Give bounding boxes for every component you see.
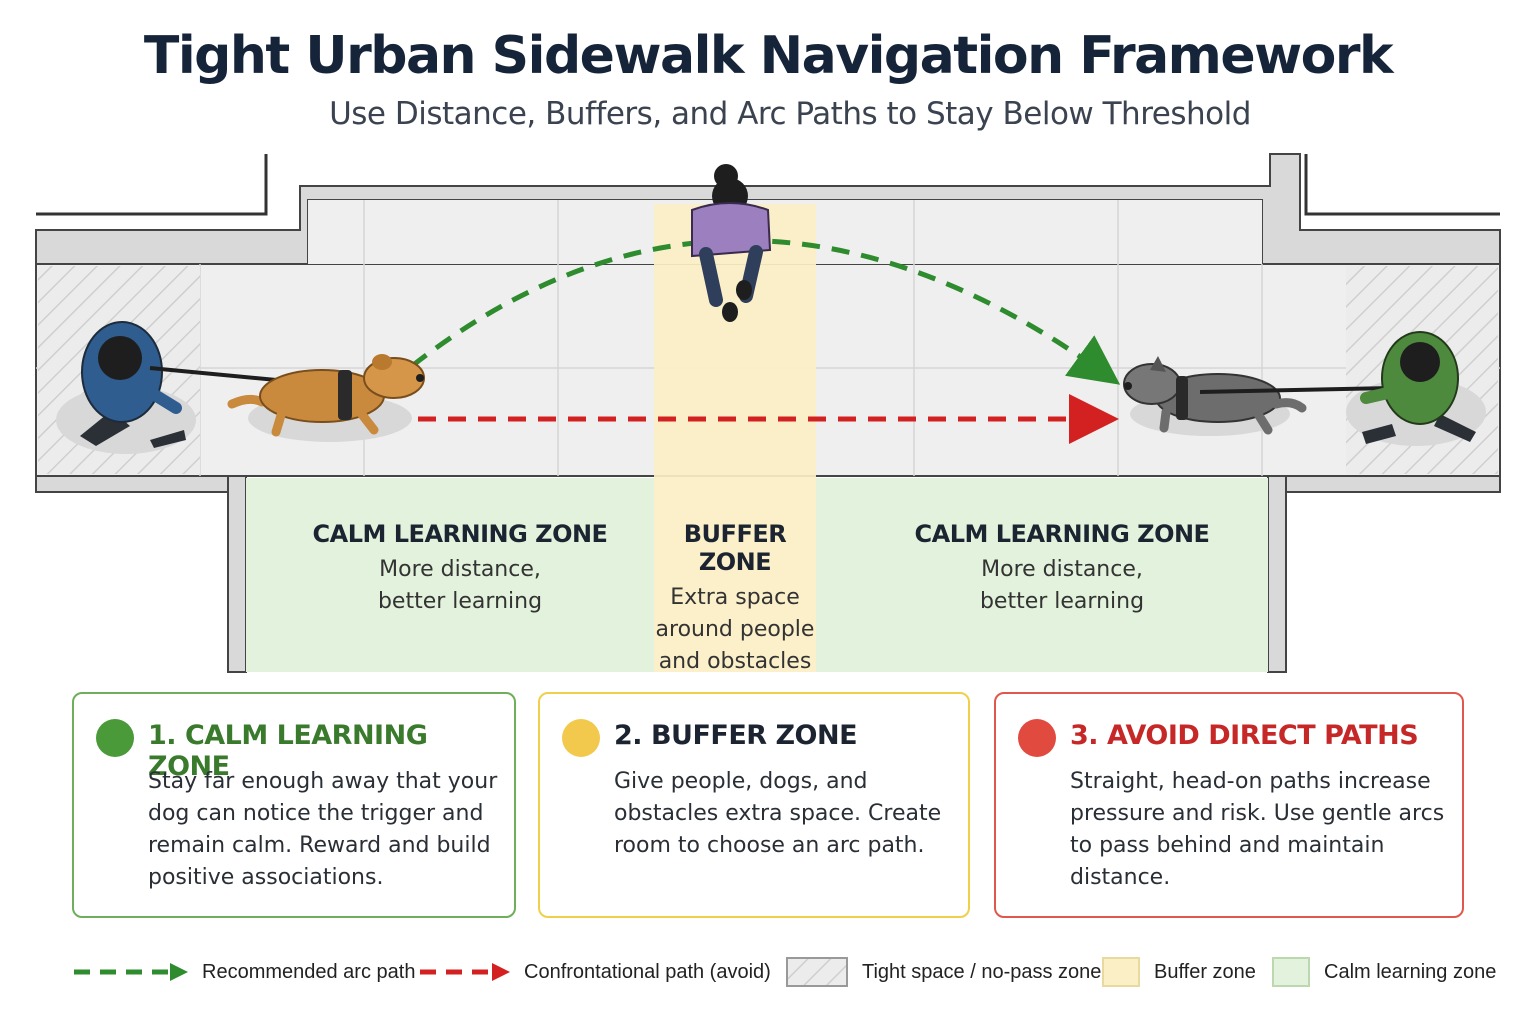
pedestrian-purple-icon bbox=[691, 164, 772, 322]
legend-tight: Tight space / no-pass zone bbox=[786, 952, 1101, 992]
red-dashed-arrow-icon bbox=[420, 963, 510, 981]
card-heading: 2. BUFFER ZONE bbox=[614, 720, 858, 751]
legend-tight-label: Tight space / no-pass zone bbox=[862, 960, 1102, 983]
legend-direct-label: Confrontational path (avoid) bbox=[524, 960, 771, 983]
zone-heading: BUFFER ZONE bbox=[683, 520, 787, 576]
card-avoid-direct-paths: 3. AVOID DIRECT PATHS Straight, head-on … bbox=[994, 692, 1464, 918]
card-body: Give people, dogs, and obstacles extra s… bbox=[614, 769, 942, 858]
page-subtitle: Use Distance, Buffers, and Arc Paths to … bbox=[329, 96, 1251, 132]
calm-zone-left bbox=[246, 478, 654, 672]
handler-blue-icon bbox=[80, 321, 186, 448]
calm-swatch-icon bbox=[1272, 957, 1310, 987]
zone-label-calm-left: CALM LEARNING ZONE More distance,better … bbox=[300, 520, 620, 618]
zone-label-calm-right: CALM LEARNING ZONE More distance,better … bbox=[900, 520, 1224, 618]
legend-arc: Recommended arc path bbox=[72, 952, 415, 992]
green-dashed-arrow-icon bbox=[74, 963, 188, 981]
buffer-swatch-icon bbox=[1102, 957, 1140, 987]
red-dot-icon bbox=[1018, 719, 1056, 757]
dog-tan-icon bbox=[227, 354, 425, 437]
legend-arc-label: Recommended arc path bbox=[202, 960, 416, 983]
card-buffer-zone: 2. BUFFER ZONE Give people, dogs, and ob… bbox=[538, 692, 970, 918]
legend-direct: Confrontational path (avoid) bbox=[418, 952, 771, 992]
building-walls bbox=[35, 153, 1501, 673]
dog-gray-icon bbox=[1123, 356, 1307, 435]
buffer-zone-strip bbox=[654, 204, 816, 672]
card-heading: 3. AVOID DIRECT PATHS bbox=[1070, 720, 1419, 751]
card-heading: 1. CALM LEARNING ZONE bbox=[148, 720, 428, 782]
legend-calm-label: Calm learning zone bbox=[1324, 960, 1497, 983]
card-calm-learning-zone: 1. CALM LEARNING ZONE Stay far enough aw… bbox=[72, 692, 516, 918]
zone-heading: CALM LEARNING ZONE bbox=[312, 520, 608, 548]
calm-zone-right bbox=[816, 478, 1268, 672]
legend-buffer-label: Buffer zone bbox=[1154, 960, 1256, 983]
zone-heading: CALM LEARNING ZONE bbox=[914, 520, 1210, 548]
legend-buffer: Buffer zone bbox=[1102, 952, 1256, 992]
green-dot-icon bbox=[96, 719, 134, 757]
handler-green-icon bbox=[1360, 331, 1476, 444]
page-title: Tight Urban Sidewalk Navigation Framewor… bbox=[143, 26, 1394, 86]
zone-desc: More distance,better learning bbox=[377, 557, 543, 614]
legend-calm: Calm learning zone bbox=[1272, 952, 1496, 992]
card-body: Stay far enough away that your dog can n… bbox=[148, 769, 498, 890]
leash-right bbox=[1199, 386, 1393, 394]
zone-desc: More distance,better learning bbox=[979, 557, 1145, 614]
card-body: Straight, head-on paths increase pressur… bbox=[1070, 769, 1445, 890]
hatch-swatch-icon bbox=[786, 957, 848, 987]
yellow-dot-icon bbox=[562, 719, 600, 757]
